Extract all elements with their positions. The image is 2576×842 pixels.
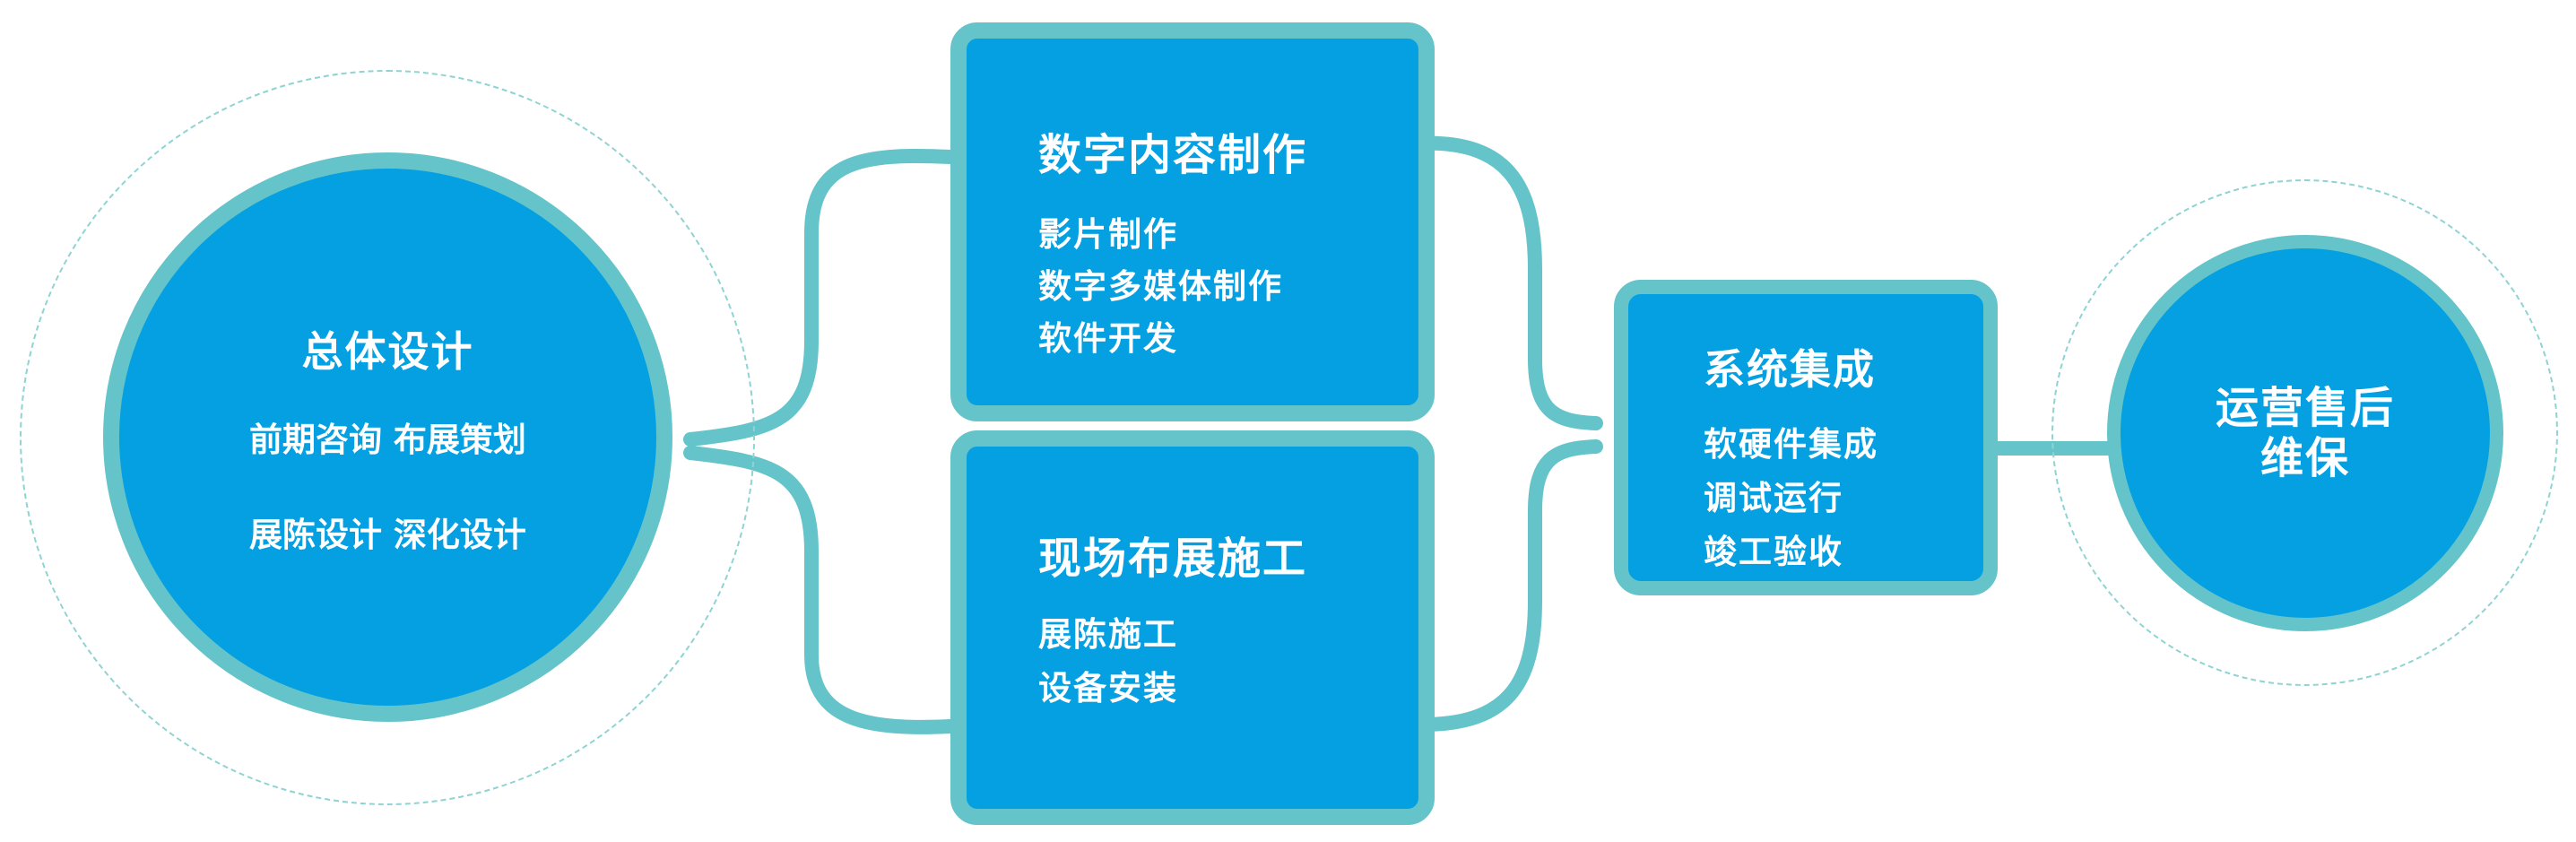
system-integration-item: 软硬件集成	[1704, 425, 1878, 464]
overall-design-title: 总体设计	[301, 326, 474, 376]
digital-content-item: 数字多媒体制作	[1038, 267, 1283, 306]
after-sales-title-line-1: 运营售后	[2215, 383, 2395, 433]
digital-content-box: 数字内容制作 影片制作 数字多媒体制作 软件开发	[950, 22, 1435, 421]
connector-from-digital-content	[1409, 135, 1603, 430]
overall-design-circle: 总体设计 前期咨询 布展策划 展陈设计 深化设计	[103, 152, 672, 722]
system-integration-item: 调试运行	[1704, 479, 1843, 517]
connector-from-onsite-construction	[1409, 439, 1603, 733]
system-integration-item: 竣工验收	[1704, 533, 1843, 571]
system-integration-items: 软硬件集成 调试运行 竣工验收	[1704, 418, 1878, 579]
system-integration-title: 系统集成	[1704, 345, 1876, 394]
digital-content-title: 数字内容制作	[1038, 130, 1308, 180]
onsite-construction-title: 现场布展施工	[1038, 534, 1308, 584]
after-sales-dashed-ring	[2051, 179, 2558, 686]
overall-design-dashed-ring	[20, 70, 755, 805]
onsite-construction-box: 现场布展施工 展陈施工 设备安装	[950, 430, 1435, 825]
after-sales-circle: 运营售后 维保	[2107, 235, 2503, 631]
overall-design-line-2: 展陈设计 深化设计	[249, 515, 526, 554]
overall-design-line-1: 前期咨询 布展策划	[249, 420, 526, 459]
onsite-construction-items: 展陈施工 设备安装	[1038, 608, 1178, 716]
system-integration-box: 系统集成 软硬件集成 调试运行 竣工验收	[1614, 280, 1998, 595]
connector-to-onsite-construction	[683, 446, 958, 734]
digital-content-item: 影片制作	[1038, 215, 1178, 254]
digital-content-item: 软件开发	[1038, 319, 1178, 358]
onsite-construction-item: 设备安装	[1038, 669, 1178, 707]
digital-content-items: 影片制作 数字多媒体制作 软件开发	[1038, 209, 1283, 365]
after-sales-title-line-2: 维保	[2259, 433, 2350, 483]
connector-to-digital-content	[683, 148, 958, 447]
onsite-construction-item: 展陈施工	[1038, 615, 1178, 654]
